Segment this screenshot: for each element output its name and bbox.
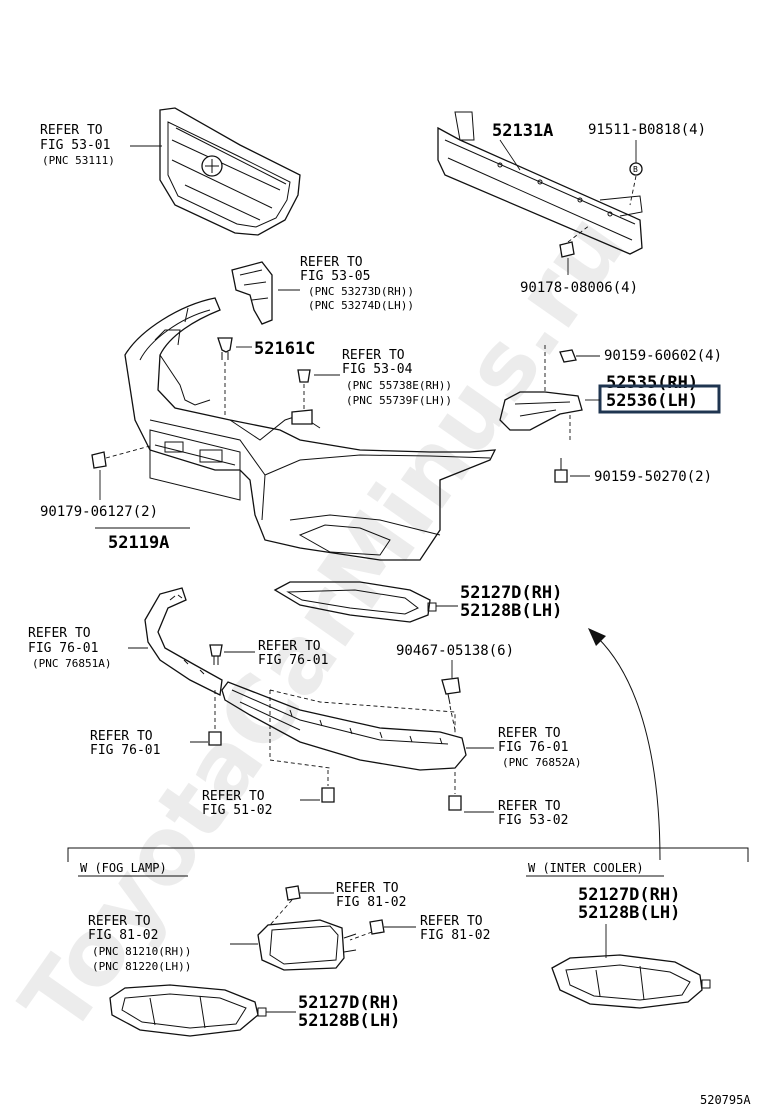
front-bumper-cover-part[interactable]	[124, 297, 497, 561]
grille-part[interactable]	[159, 107, 301, 236]
lower-spoiler-right-part[interactable]	[221, 681, 467, 771]
fog-right-refer-label: REFER TO FIG 81-02	[420, 914, 490, 943]
svg-text:(PNC 53274D(LH)): (PNC 53274D(LH))	[308, 299, 414, 312]
screw-90159-60602-icon	[559, 349, 600, 363]
part-52536-label[interactable]: 52536(LH)	[606, 391, 698, 411]
fog-screw-right-icon	[349, 919, 416, 941]
svg-text:52127D(RH): 52127D(RH)	[578, 885, 680, 905]
part-52127D-fog-label: 52127D(RH) 52128B(LH)	[298, 993, 400, 1031]
svg-text:FIG 53-05: FIG 53-05	[300, 269, 370, 284]
fog-top-refer-label: REFER TO FIG 81-02	[336, 881, 406, 910]
right-refer-label: REFER TO FIG 76-01 (PNC 76852A)	[498, 726, 581, 769]
svg-text:(PNC 76851A): (PNC 76851A)	[32, 657, 111, 670]
clip-76-01-icon	[209, 644, 255, 665]
inter-cooler-cover-part[interactable]	[551, 954, 711, 1009]
part-91511-label: 91511-B0818(4)	[588, 122, 706, 138]
svg-text:(PNC 53273D(RH)): (PNC 53273D(RH))	[308, 285, 414, 298]
part-90179-label: 90179-06127(2)	[40, 504, 158, 520]
fog-screw-top-icon	[269, 885, 334, 926]
svg-text:FIG 76-01: FIG 76-01	[90, 743, 160, 758]
fog-lamp-header: W (FOG LAMP)	[80, 861, 167, 875]
svg-text:FIG 53-02: FIG 53-02	[498, 813, 568, 828]
svg-text:52128B(LH): 52128B(LH)	[578, 903, 680, 923]
svg-text:REFER TO: REFER TO	[40, 123, 103, 138]
part-52119A-label: 52119A	[108, 533, 169, 553]
screw-refer-label: REFER TO FIG 76-01	[90, 729, 160, 758]
clip-52161C-icon	[217, 337, 233, 415]
svg-text:REFER TO: REFER TO	[88, 914, 151, 929]
svg-text:FIG 53-01: FIG 53-01	[40, 138, 110, 153]
svg-text:REFER TO: REFER TO	[258, 639, 321, 654]
part-52535-label: 52535(RH)	[606, 373, 698, 393]
svg-text:FIG 81-02: FIG 81-02	[336, 895, 406, 910]
diagram-id: 520795A	[700, 1093, 751, 1107]
part-90178-label: 90178-08006(4)	[520, 280, 638, 296]
svg-text:52127D(RH): 52127D(RH)	[460, 583, 562, 603]
part-52127D-mid-label: 52127D(RH) 52128B(LH)	[460, 583, 562, 621]
svg-text:52128B(LH): 52128B(LH)	[298, 1011, 400, 1031]
part-90159-60602-label: 90159-60602(4)	[604, 348, 722, 364]
part-52127D-ic-label: 52127D(RH) 52128B(LH)	[578, 885, 680, 923]
fog-left-refer-label: REFER TO FIG 81-02 (PNC 81210(RH)) (PNC …	[88, 914, 191, 973]
svg-text:52128B(LH): 52128B(LH)	[460, 601, 562, 621]
svg-text:52127D(RH): 52127D(RH)	[298, 993, 400, 1013]
svg-text:REFER TO: REFER TO	[202, 789, 265, 804]
fog-cover-part-mid[interactable]	[273, 581, 437, 623]
variant-bracket	[67, 847, 749, 862]
bottom53-refer-label: REFER TO FIG 53-02	[498, 799, 568, 828]
screw-51-02-icon	[300, 770, 335, 803]
lower-spoiler-left-part[interactable]	[144, 587, 223, 696]
clip-90467-icon	[441, 660, 461, 731]
svg-text:FIG 76-01: FIG 76-01	[28, 641, 98, 656]
svg-text:REFER TO: REFER TO	[28, 626, 91, 641]
part-90159-50270-label: 90159-50270(2)	[594, 469, 712, 485]
bumper-reinforcement-part[interactable]	[437, 111, 643, 255]
clip-mid-icon	[291, 369, 313, 425]
bracket-refer-label: REFER TO FIG 53-05 (PNC 53273D(RH)) (PNC…	[300, 255, 414, 312]
svg-text:REFER TO: REFER TO	[300, 255, 363, 270]
svg-text:FIG 76-01: FIG 76-01	[498, 740, 568, 755]
clip-refer-label: REFER TO FIG 76-01	[258, 639, 328, 668]
svg-text:REFER TO: REFER TO	[498, 726, 561, 741]
svg-text:FIG 81-02: FIG 81-02	[420, 928, 490, 943]
side-bracket-part[interactable]	[231, 261, 273, 325]
inter-cooler-header: W (INTER COOLER)	[528, 861, 644, 875]
svg-text:REFER TO: REFER TO	[342, 348, 405, 363]
lower-left-refer-label: REFER TO FIG 76-01 (PNC 76851A)	[28, 626, 111, 670]
screw-left-icon	[190, 690, 222, 746]
side-retainer-part[interactable]	[499, 345, 583, 440]
svg-text:B: B	[633, 165, 638, 174]
bottom51-refer-label: REFER TO FIG 51-02	[202, 789, 272, 818]
svg-text:REFER TO: REFER TO	[90, 729, 153, 744]
svg-text:(PNC 53111): (PNC 53111)	[42, 154, 115, 167]
svg-text:(PNC 55738E(RH)): (PNC 55738E(RH))	[346, 379, 452, 392]
grille-refer-label: REFER TO FIG 53-01 (PNC 53111)	[40, 123, 115, 167]
nut-90178-icon	[559, 224, 591, 275]
screw-53-02-icon	[448, 772, 494, 813]
part-90467-label: 90467-05138(6)	[396, 643, 514, 659]
svg-text:REFER TO: REFER TO	[420, 914, 483, 929]
svg-text:FIG 81-02: FIG 81-02	[88, 928, 158, 943]
highlight-box	[598, 384, 721, 414]
svg-text:FIG 53-04: FIG 53-04	[342, 362, 413, 377]
svg-text:(PNC 76852A): (PNC 76852A)	[502, 756, 581, 769]
svg-text:REFER TO: REFER TO	[336, 881, 399, 896]
part-52131A-label: 52131A	[492, 121, 553, 141]
svg-text:FIG 51-02: FIG 51-02	[202, 803, 272, 818]
svg-text:FIG 76-01: FIG 76-01	[258, 653, 328, 668]
fog-lamp-part[interactable]	[230, 919, 357, 971]
bolt-91511-icon: B	[629, 140, 643, 206]
clip-90179-icon	[91, 445, 151, 500]
curved-arrow-icon	[588, 628, 661, 861]
svg-text:(PNC 81220(LH)): (PNC 81220(LH))	[92, 960, 191, 973]
fog-cover-part-fog[interactable]	[109, 984, 267, 1037]
part-52161C-label: 52161C	[254, 339, 315, 359]
mid-refer-label: REFER TO FIG 53-04 (PNC 55738E(RH)) (PNC…	[342, 348, 452, 407]
screw-90159-50270-icon	[554, 458, 590, 483]
svg-text:(PNC 55739F(LH)): (PNC 55739F(LH))	[346, 394, 452, 407]
svg-text:REFER TO: REFER TO	[498, 799, 561, 814]
svg-text:(PNC 81210(RH)): (PNC 81210(RH))	[92, 945, 191, 958]
